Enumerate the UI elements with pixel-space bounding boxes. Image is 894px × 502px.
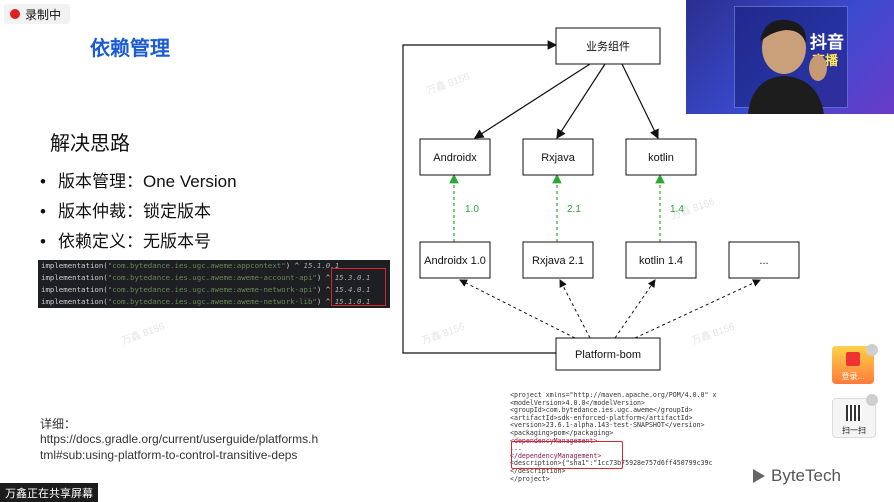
screen-share-banner: 万鑫正在共享屏幕: [0, 483, 98, 502]
node-box: [419, 138, 491, 176]
edge: [621, 63, 659, 140]
node-box: [625, 241, 697, 279]
presenter-avatar-icon: [748, 19, 827, 114]
edge-label: 2.1: [567, 204, 581, 215]
bullet-item: •版本管理：One Version: [40, 172, 237, 191]
video-backdrop-text: 抖音: [810, 33, 844, 52]
node-label: Androidx 1.0: [424, 255, 486, 267]
bullet-text: 依赖定义：无版本号: [58, 232, 211, 251]
xml-line: <project xmlns="http://maven.apache.org/…: [510, 392, 717, 399]
xml-line: ...: [510, 444, 522, 453]
node-label: kotlin: [648, 152, 674, 164]
xml-line: </dependencyManagement>: [510, 451, 602, 460]
side-widget-label: 登录...: [841, 372, 865, 381]
version-highlight-box: [331, 268, 386, 306]
xml-line: <artifactId>sdk-enforced-platform</artif…: [510, 413, 693, 422]
edge: [559, 279, 591, 339]
gift-icon: [846, 352, 860, 366]
bullet-text: 版本管理：One Version: [58, 172, 237, 191]
xml-line: <packaging>pom</packaging>: [510, 428, 614, 437]
node-box: [522, 241, 594, 279]
side-widget-label: 扫一扫: [842, 426, 866, 435]
xml-line: <groupId>com.bytedance.ies.ugc.aweme</gr…: [510, 406, 693, 415]
presenter-video[interactable]: 抖音 直播: [686, 0, 894, 114]
slide-title: 依赖管理: [90, 38, 170, 60]
edge: [614, 279, 656, 339]
xml-line: <dependencyManagement>: [510, 436, 598, 445]
node-label: Androidx: [433, 152, 477, 164]
close-icon[interactable]: [866, 344, 878, 356]
bytetech-logo: ByteTech: [752, 466, 841, 486]
logo-text: ByteTech: [771, 466, 841, 485]
detail-link[interactable]: https://docs.gradle.org/current/userguid…: [40, 432, 319, 462]
side-widget-qr[interactable]: 扫一扫: [832, 398, 876, 438]
node-box: [419, 241, 491, 279]
edge-label: 1.4: [670, 204, 684, 215]
recording-indicator[interactable]: 录制中: [4, 4, 70, 24]
node-label: kotlin 1.4: [639, 255, 683, 267]
close-icon[interactable]: [866, 394, 878, 406]
bullet-item: •依赖定义：无版本号: [40, 232, 211, 251]
node-label: Rxjava 2.1: [532, 255, 584, 267]
detail-label: 详细：: [40, 417, 77, 431]
edge: [473, 63, 591, 139]
edge: [634, 279, 761, 339]
edge-label: 1.0: [465, 204, 479, 215]
node-label: Rxjava: [541, 152, 576, 164]
code-line: implementation("com.bytedance.ies.ugc.aw…: [41, 273, 371, 282]
code-line: implementation("com.bytedance.ies.ugc.aw…: [41, 261, 340, 270]
node-box: [555, 27, 661, 65]
code-line: implementation("com.bytedance.ies.ugc.aw…: [41, 285, 371, 294]
xml-line: <modelVersion>4.0.0</modelVersion>: [510, 398, 645, 407]
loop-edge: [402, 40, 558, 354]
node-box: [555, 337, 661, 371]
recording-label: 录制中: [25, 7, 62, 22]
edge: [459, 279, 576, 339]
xml-line: <version>23.6.1-alpha.143-test-SNAPSHOT<…: [510, 421, 705, 430]
node-label: 业务组件: [586, 39, 630, 53]
code-line: implementation("com.bytedance.ies.ugc.aw…: [41, 297, 371, 306]
record-dot-icon: [10, 9, 20, 19]
node-label: Platform-bom: [575, 349, 641, 361]
xml-line: <description>{"sha1":"1cc73b75928e757d6f…: [510, 459, 713, 468]
solution-heading: 解决思路: [50, 133, 130, 155]
dependency-management-highlight-box: [511, 441, 623, 469]
edge: [556, 63, 606, 140]
node-box: [625, 138, 697, 176]
xml-line: </description>: [510, 466, 566, 475]
node-label: ...: [759, 255, 768, 267]
node-box: [728, 241, 800, 279]
xml-line: </project>: [510, 474, 550, 483]
node-box: [522, 138, 594, 176]
bytetech-logo-icon: [753, 469, 765, 483]
bullet-text: 版本仲裁：锁定版本: [58, 202, 211, 221]
bullet-item: •版本仲裁：锁定版本: [40, 202, 211, 221]
qr-code-icon: [846, 405, 862, 421]
